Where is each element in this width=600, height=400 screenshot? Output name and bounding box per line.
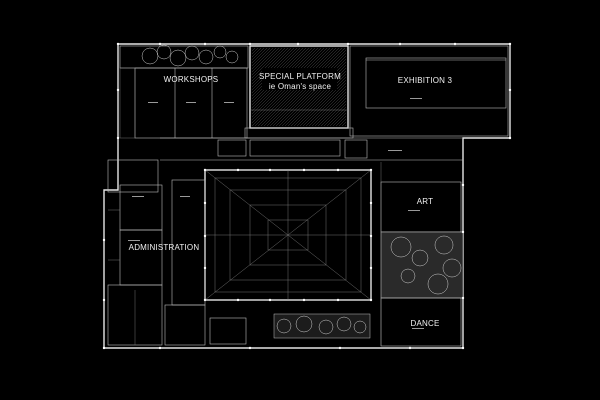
special-platform-zone [244,45,354,139]
north-wing [119,45,249,139]
structural-columns [102,42,512,350]
administration-label: ADMINISTRATION [129,243,200,252]
art-label: ART [417,197,433,206]
minor-room-tags [128,98,424,329]
west-wing [107,159,247,346]
dance-label: DANCE [410,319,439,328]
corridor [160,137,463,161]
workshops-label: WORKSHOPS [164,75,219,84]
planting-east [390,235,462,295]
planting-south [273,313,371,339]
central-hall [204,169,372,301]
east-wing [380,162,464,347]
special-platform-sublabel: ie Oman's space [269,82,332,91]
planting-north [141,44,239,67]
exhibition-label: EXHIBITION 3 [398,76,453,85]
special-platform-label: SPECIAL PLATFORM [259,72,341,81]
exhibition-zone [349,45,509,137]
